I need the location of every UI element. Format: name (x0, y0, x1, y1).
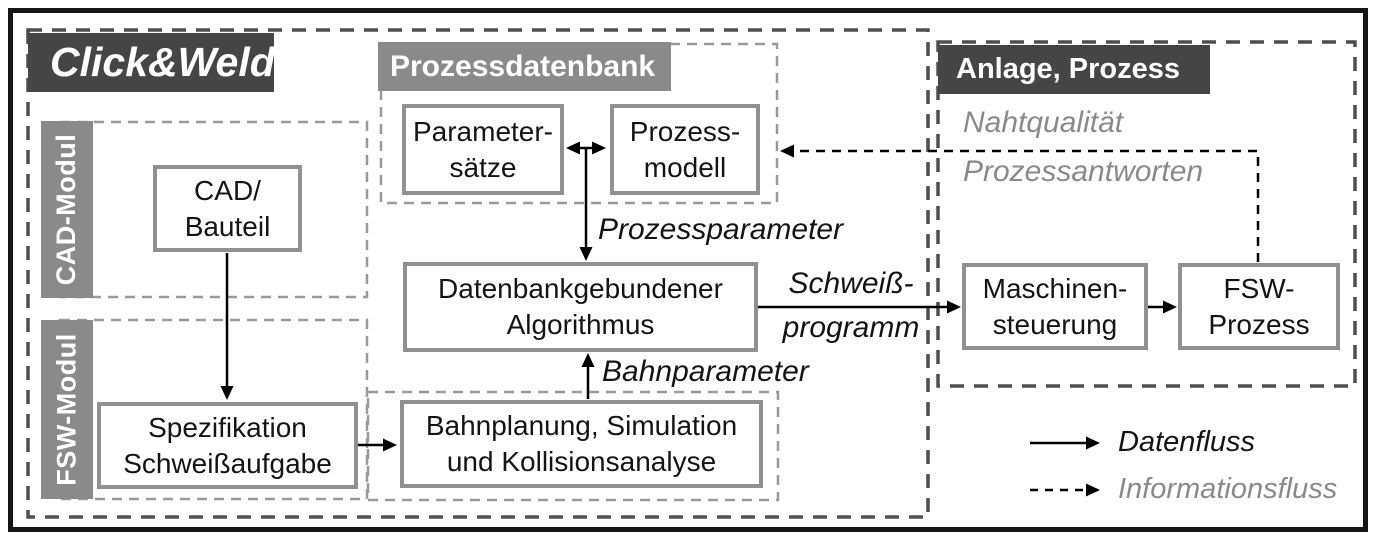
fsw-modul-label-text: FSW-Modul (51, 333, 82, 486)
prozessdatenbank-header: Prozessdatenbank (378, 42, 671, 91)
bahnplanung-line2: und Kollisionsanalyse (446, 446, 717, 477)
maschinensteuerung-line1: Maschinen- (982, 272, 1128, 304)
schweissprogramm-line2: programm (782, 311, 920, 344)
parametersaetze-line1: Parameter- (412, 115, 554, 147)
schweissprogramm-label: Schweiß- programm (762, 262, 940, 350)
parametersaetze-box: Parameter- sätze (402, 104, 564, 195)
spezifikation-line2: Schweißaufgabe (123, 447, 332, 479)
legend-informationsfluss-label: Informationsfluss (1118, 473, 1338, 505)
fsw-modul-label: FSW-Modul (41, 320, 93, 499)
datenbank-algorithmus-line2: Algorithmus (506, 309, 655, 340)
maschinensteuerung-line2: steuerung (992, 308, 1118, 340)
prozessmodell-line2: modell (643, 151, 727, 183)
bahnparameter-label: Bahnparameter (602, 355, 809, 388)
fsw-prozess-line2: Prozess (1208, 308, 1310, 340)
fsw-prozess-box: FSW- Prozess (1178, 263, 1340, 350)
maschinensteuerung-box: Maschinen- steuerung (962, 263, 1148, 350)
datenbank-algorithmus-line1: Datenbankgebundener (438, 273, 723, 305)
prozessparameter-label: Prozessparameter (598, 213, 844, 246)
fsw-prozess-line1: FSW- (1223, 272, 1295, 304)
anlage-prozess-header: Anlage, Prozess (938, 45, 1210, 94)
schweissprogramm-line1: Schweiß- (788, 267, 914, 300)
legend-datenfluss-label: Datenfluss (1118, 426, 1256, 458)
parametersaetze-line2: sätze (449, 151, 517, 183)
bahnplanung-line1: Bahnplanung, Simulation (425, 410, 738, 442)
cad-bauteil-line1: CAD/ (194, 174, 261, 206)
datenbank-algorithmus-box: Datenbankgebundener Algorithmus (403, 262, 758, 352)
outer-frame (8, 8, 1368, 532)
cad-bauteil-line2: Bauteil (184, 210, 271, 242)
prozessmodell-box: Prozess- modell (610, 104, 760, 195)
spezifikation-box: Spezifikation Schweißaufgabe (97, 402, 358, 489)
cad-bauteil-box: CAD/ Bauteil (153, 165, 302, 252)
prozessantworten-label: Prozessantworten (963, 155, 1204, 188)
nahtqualitaet-label: Nahtqualität (963, 106, 1124, 139)
spezifikation-line1: Spezifikation (148, 411, 307, 443)
clickweld-title: Click&Weld (28, 33, 275, 92)
cad-modul-label: CAD-Modul (41, 121, 93, 298)
cad-modul-label-text: CAD-Modul (51, 133, 82, 286)
prozessmodell-line1: Prozess- (629, 115, 741, 147)
bahnplanung-box: Bahnplanung, Simulation und Kollisionsan… (400, 400, 763, 488)
